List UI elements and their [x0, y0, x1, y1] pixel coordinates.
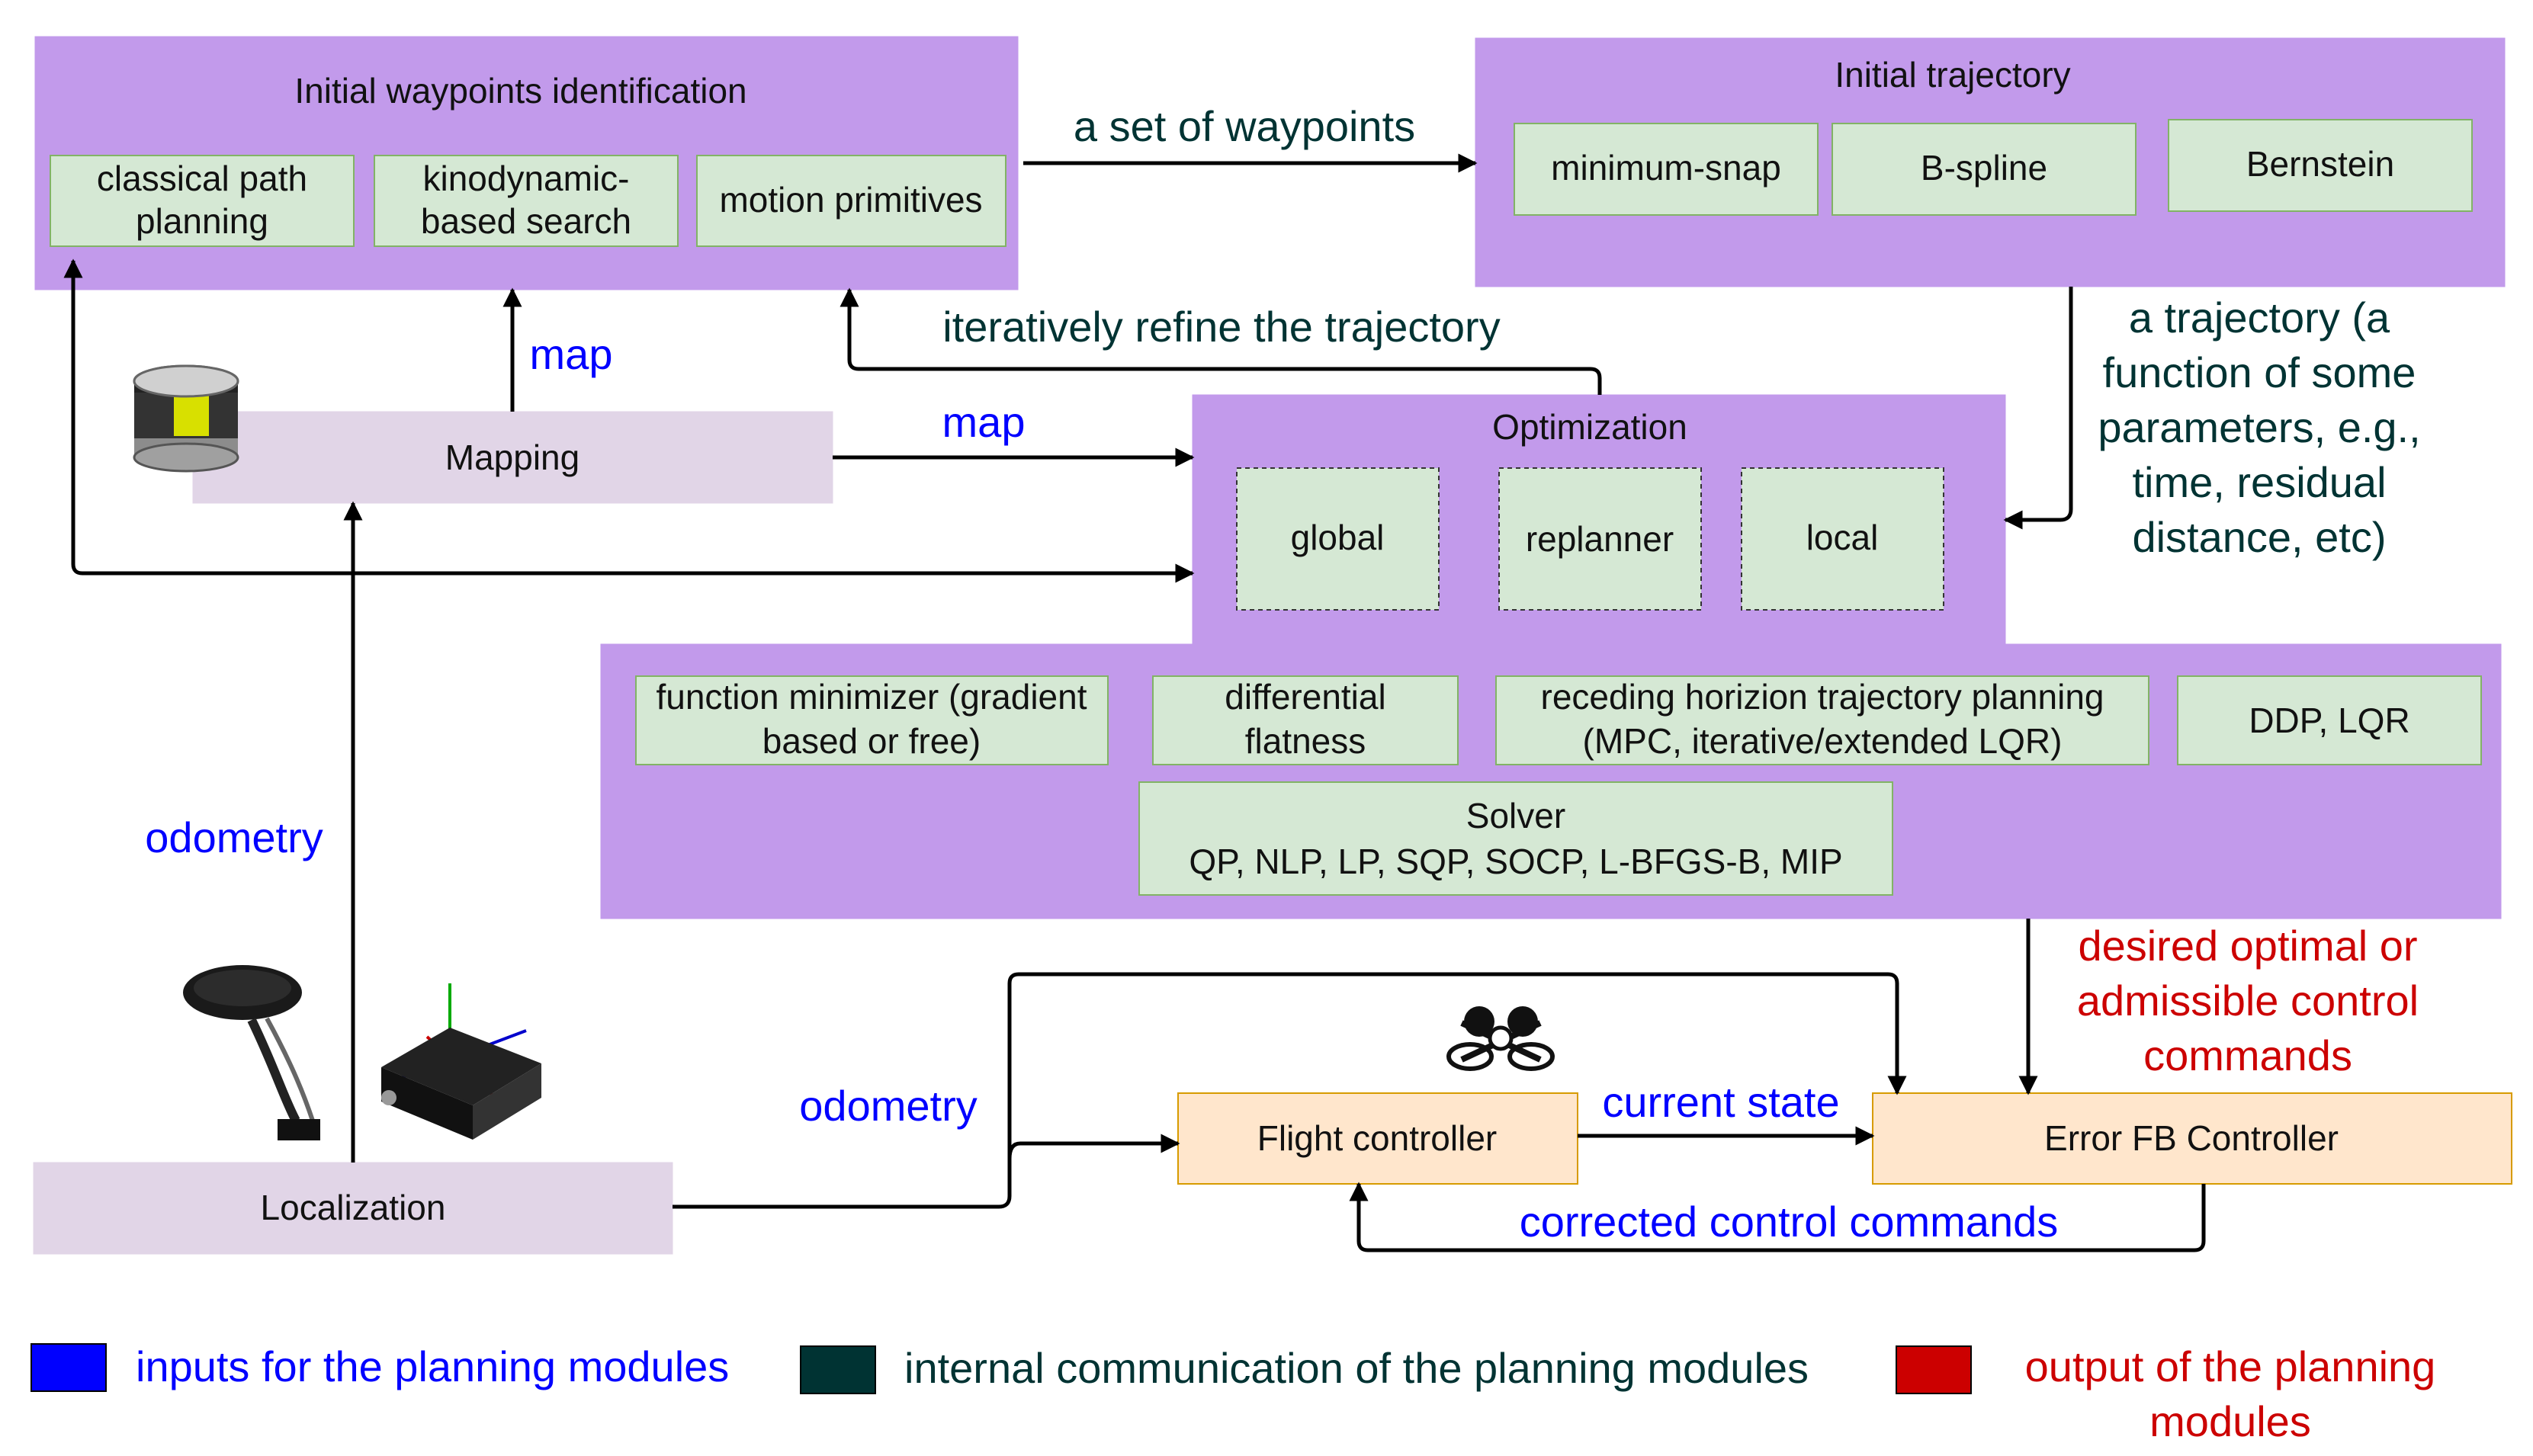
svg-text:desired optimal or: desired optimal or — [2078, 922, 2417, 970]
initial-waypoints-title: Initial waypoints identification — [294, 71, 746, 111]
svg-text:function minimizer (gradient: function minimizer (gradient — [656, 677, 1087, 717]
svg-text:local: local — [1806, 518, 1879, 557]
lidar-icon — [133, 364, 239, 473]
label-map-right: map — [942, 398, 1026, 446]
svg-text:based search: based search — [421, 201, 631, 241]
edge-refine — [840, 287, 1602, 395]
kinodynamic-search-box: kinodynamic- based search — [374, 155, 679, 247]
initial-trajectory-title: Initial trajectory — [1835, 55, 2070, 95]
label-odometry-bottom: odometry — [799, 1082, 977, 1130]
motion-primitives-box: motion primitives — [696, 155, 1006, 247]
flight-controller-title: Flight controller — [1257, 1118, 1497, 1158]
legend-output-label-1: output of the planning — [2025, 1342, 2436, 1390]
legend-swatch-inputs — [30, 1343, 107, 1392]
svg-text:distance, etc): distance, etc) — [2132, 513, 2386, 561]
global-box: global — [1236, 467, 1440, 611]
legend-internal-label: internal communication of the planning m… — [904, 1344, 1809, 1392]
svg-text:classical path: classical path — [97, 159, 307, 198]
label-refine: iteratively refine the trajectory — [942, 303, 1500, 351]
label-desired: desired optimal or admissible control co… — [2077, 922, 2419, 1079]
edge-odometry-error — [673, 972, 1907, 1209]
svg-text:time, residual: time, residual — [2132, 458, 2386, 506]
label-waypoints: a set of waypoints — [1074, 102, 1415, 150]
b-spline-box: B-spline — [1832, 123, 2137, 216]
edge-localization-waypoints — [63, 258, 353, 576]
svg-text:QP, NLP, LP, SQP, SOCP, L-BFGS: QP, NLP, LP, SQP, SOCP, L-BFGS-B, MIP — [1189, 842, 1842, 881]
flight-controller-module: Flight controller — [1177, 1092, 1578, 1185]
minimum-snap-box: minimum-snap — [1514, 123, 1819, 216]
svg-text:Solver: Solver — [1466, 796, 1565, 835]
label-current-state: current state — [1602, 1078, 1839, 1126]
bernstein-box: Bernstein — [2168, 119, 2473, 212]
error-fb-controller-module: Error FB Controller — [1872, 1092, 2512, 1185]
classical-path-planning-box: classical path planning — [50, 155, 355, 247]
legend-swatch-internal — [800, 1345, 876, 1394]
local-box: local — [1741, 467, 1944, 611]
error-fb-controller-title: Error FB Controller — [2044, 1118, 2339, 1158]
edge-odometry-flight — [1007, 1134, 1180, 1159]
legend-swatch-output — [1896, 1345, 1972, 1394]
svg-text:commands: commands — [2143, 1031, 2352, 1079]
differential-flatness-box: differential flatness — [1152, 675, 1459, 765]
edges — [63, 153, 2206, 1252]
ddp-lqr-box: DDP, LQR — [2177, 675, 2482, 765]
svg-text:DDP, LQR: DDP, LQR — [2249, 701, 2409, 740]
legend-output-label-2: modules — [2149, 1397, 2311, 1445]
drone-icon — [1446, 1006, 1555, 1071]
optimization-module: Optimization global replanner local func… — [600, 394, 2502, 919]
edge-trajectory — [2003, 287, 2073, 530]
svg-text:based or free): based or free) — [762, 721, 981, 761]
initial-waypoints-module: Initial waypoints identification classic… — [34, 36, 1019, 290]
mapping-module: Mapping — [192, 411, 833, 504]
svg-text:minimum-snap: minimum-snap — [1551, 148, 1781, 188]
replanner-box: replanner — [1498, 467, 1702, 611]
localization-module: Localization — [33, 1162, 673, 1255]
svg-text:admissible control: admissible control — [2077, 977, 2419, 1025]
localization-title: Localization — [261, 1188, 446, 1227]
svg-text:B-spline: B-spline — [1921, 148, 2047, 188]
solver-box: Solver QP, NLP, LP, SQP, SOCP, L-BFGS-B,… — [1138, 781, 1893, 896]
svg-text:(MPC, iterative/extended LQR): (MPC, iterative/extended LQR) — [1583, 721, 2063, 761]
label-corrected: corrected control commands — [1520, 1198, 2059, 1246]
svg-text:a trajectory (a: a trajectory (a — [2129, 293, 2390, 342]
svg-text:function of some: function of some — [2103, 348, 2416, 396]
receding-horizon-box: receding horizion trajectory planning (M… — [1495, 675, 2149, 765]
svg-text:replanner: replanner — [1526, 519, 1674, 559]
svg-text:Bernstein: Bernstein — [2246, 144, 2394, 184]
optimization-title: Optimization — [1492, 407, 1687, 447]
legend: inputs for the planning modules internal… — [30, 1342, 2436, 1445]
imu-icon — [381, 983, 541, 1140]
svg-text:flatness: flatness — [1245, 721, 1366, 761]
edge-corrected — [1349, 1182, 2206, 1252]
svg-text:receding horizion trajectory p: receding horizion trajectory planning — [1541, 677, 2104, 717]
svg-text:kinodynamic-: kinodynamic- — [423, 159, 630, 198]
svg-text:global: global — [1291, 518, 1385, 557]
label-map-up: map — [530, 330, 613, 378]
label-odometry-left: odometry — [145, 813, 323, 861]
svg-text:differential: differential — [1225, 677, 1385, 717]
function-minimizer-box: function minimizer (gradient based or fr… — [635, 675, 1109, 765]
svg-text:planning: planning — [136, 201, 268, 241]
mapping-title: Mapping — [445, 438, 579, 477]
initial-trajectory-module: Initial trajectory minimum-snap B-spline… — [1475, 37, 2506, 287]
legend-inputs-label: inputs for the planning modules — [136, 1342, 729, 1390]
label-trajectory: a trajectory (a function of some paramet… — [2098, 293, 2420, 561]
svg-text:parameters, e.g.,: parameters, e.g., — [2098, 403, 2420, 451]
gps-antenna-icon — [183, 965, 320, 1140]
svg-text:motion primitives: motion primitives — [719, 180, 982, 220]
